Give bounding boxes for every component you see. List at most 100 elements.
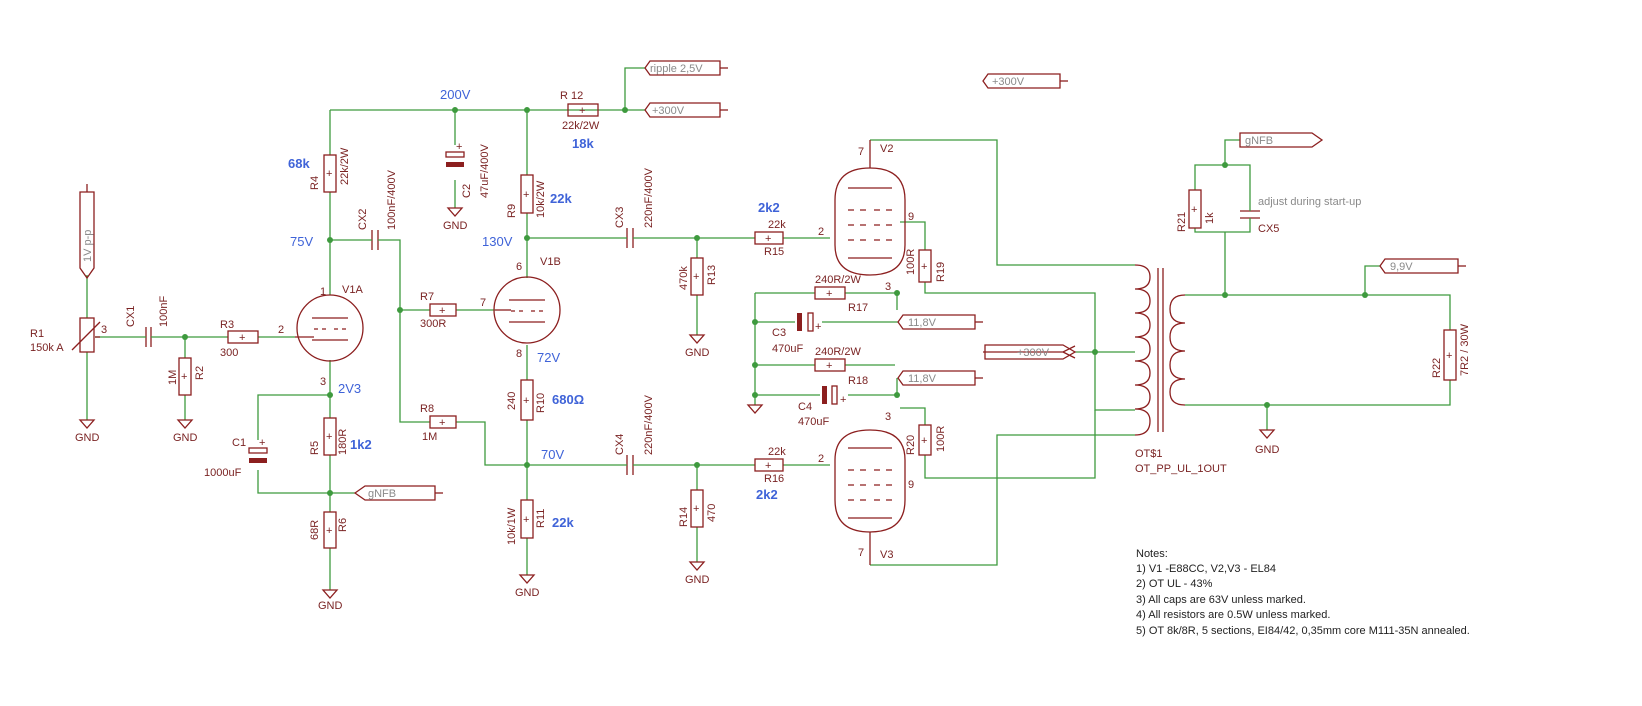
net-frames bbox=[79, 60, 1466, 501]
r17-value: 240R/2W bbox=[815, 274, 861, 286]
notes-line: 1) V1 -E88CC, V2,V3 - EL84 bbox=[1136, 563, 1276, 575]
svg-text:+: + bbox=[921, 261, 927, 273]
annotation-2k2-r16: 2k2 bbox=[756, 487, 778, 502]
svg-text:+: + bbox=[439, 417, 445, 429]
svg-text:+: + bbox=[765, 460, 771, 472]
r16-value: 22k bbox=[768, 446, 786, 458]
net-300v-mid: +300V bbox=[1017, 347, 1050, 359]
r17-name: R17 bbox=[848, 302, 868, 314]
r5-name: R5 bbox=[309, 441, 321, 455]
pin-v3-3: 3 bbox=[885, 411, 891, 423]
net-11-8v-a: 11,8V bbox=[908, 317, 937, 329]
cx3-value: 220nF/400V bbox=[643, 167, 655, 228]
pin-v1a-1: 1 bbox=[320, 286, 326, 298]
pin-v2-2: 2 bbox=[818, 226, 824, 238]
notes-line: 4) All resistors are 0.5W unless marked. bbox=[1136, 609, 1330, 621]
r11-name: R11 bbox=[535, 509, 547, 528]
r4-value: 22k/2W bbox=[339, 147, 351, 185]
net-11-8v-b: 11,8V bbox=[908, 373, 937, 385]
voltage-2v3: 2V3 bbox=[338, 381, 361, 396]
c3-value: 470uF bbox=[772, 343, 803, 355]
r15-name: R15 bbox=[764, 246, 784, 258]
notes-line: 5) OT 8k/8R, 5 sections, EI84/42, 0,35mm… bbox=[1136, 625, 1470, 637]
r12-name: R 12 bbox=[560, 90, 583, 102]
v2-label: V2 bbox=[880, 143, 893, 155]
svg-text:+: + bbox=[693, 503, 699, 515]
v3-label: V3 bbox=[880, 549, 893, 561]
svg-text:+: + bbox=[239, 332, 245, 344]
svg-text:+: + bbox=[523, 514, 529, 526]
net-300v-top: +300V bbox=[652, 105, 685, 117]
svg-text:+: + bbox=[826, 288, 832, 300]
gnd-label: GND bbox=[685, 574, 710, 586]
svg-text:+: + bbox=[765, 233, 771, 245]
cx2-name: CX2 bbox=[357, 209, 369, 230]
r19-value: 100R bbox=[905, 249, 917, 275]
cx5-note: adjust during start-up bbox=[1258, 196, 1361, 208]
pin-r1-3: 3 bbox=[101, 324, 107, 336]
r13-value: 470k bbox=[678, 266, 690, 290]
svg-text:+: + bbox=[439, 305, 445, 317]
svg-text:+: + bbox=[523, 189, 529, 201]
cx3-name: CX3 bbox=[614, 207, 626, 228]
r18-name: R18 bbox=[848, 375, 868, 387]
svg-text:+: + bbox=[1191, 204, 1197, 216]
net-9-9v: 9,9V bbox=[1390, 261, 1413, 273]
r10-value: 240 bbox=[506, 392, 518, 410]
pin-v1a-2: 2 bbox=[278, 324, 284, 336]
voltage-70: 70V bbox=[541, 447, 564, 462]
c4-name: C4 bbox=[798, 401, 812, 413]
svg-text:+: + bbox=[840, 394, 846, 406]
cx5-name: CX5 bbox=[1258, 223, 1279, 235]
cx1-name: CX1 bbox=[125, 306, 137, 327]
r9-value: 10k/2W bbox=[535, 180, 547, 218]
voltage-200: 200V bbox=[440, 87, 471, 102]
r4-name: R4 bbox=[309, 176, 321, 190]
c2-name: C2 bbox=[461, 184, 473, 198]
r20-value: 100R bbox=[935, 426, 947, 452]
c2-value: 47uF/400V bbox=[479, 144, 491, 198]
pin-v3-9: 9 bbox=[908, 479, 914, 491]
svg-text:+: + bbox=[523, 395, 529, 407]
r13-name: R13 bbox=[706, 265, 718, 285]
voltage-72: 72V bbox=[537, 350, 560, 365]
r12-value: 22k/2W bbox=[562, 120, 600, 132]
gnd-label: GND bbox=[515, 587, 540, 599]
pin-v3-2: 2 bbox=[818, 453, 824, 465]
junctions bbox=[182, 107, 1368, 496]
r20-name: R20 bbox=[905, 435, 917, 455]
cx2-value: 100nF/400V bbox=[386, 169, 398, 230]
r1-name: R1 bbox=[30, 328, 44, 340]
r16-name: R16 bbox=[764, 473, 784, 485]
r5-value: 180R bbox=[337, 429, 349, 455]
r15-value: 22k bbox=[768, 219, 786, 231]
r11-value: 10k/1W bbox=[506, 507, 518, 545]
notes-block: Notes: 1) V1 -E88CC, V2,V3 - EL84 2) OT … bbox=[1136, 548, 1470, 637]
svg-text:+: + bbox=[181, 371, 187, 383]
r9-name: R9 bbox=[506, 204, 518, 218]
net-gnfb-bottom: gNFB bbox=[368, 488, 396, 500]
r1-value: 150k A bbox=[30, 342, 64, 354]
r2-value: 1M bbox=[167, 370, 179, 385]
notes-title: Notes: bbox=[1136, 548, 1168, 560]
pin-v2-3: 3 bbox=[885, 281, 891, 293]
gnd-label: GND bbox=[75, 432, 100, 444]
c1-name: C1 bbox=[232, 437, 246, 449]
r8-value: 1M bbox=[422, 431, 437, 443]
r19-name: R19 bbox=[935, 262, 947, 282]
v1b-label: V1B bbox=[540, 256, 561, 268]
r10-name: R10 bbox=[535, 393, 547, 413]
voltage-75: 75V bbox=[290, 234, 313, 249]
svg-text:+: + bbox=[579, 105, 585, 117]
pin-v2-9: 9 bbox=[908, 211, 914, 223]
r3-name: R3 bbox=[220, 319, 234, 331]
svg-text:+: + bbox=[259, 437, 265, 449]
r7-value: 300R bbox=[420, 318, 446, 330]
svg-text:+: + bbox=[326, 431, 332, 443]
annotation-18k: 18k bbox=[572, 136, 594, 151]
r21-name: R21 bbox=[1176, 212, 1188, 232]
r14-value: 470 bbox=[706, 504, 718, 522]
svg-text:+: + bbox=[326, 168, 332, 180]
r21-value: 1k bbox=[1204, 212, 1216, 224]
annotation-22k-r11: 22k bbox=[552, 515, 574, 530]
